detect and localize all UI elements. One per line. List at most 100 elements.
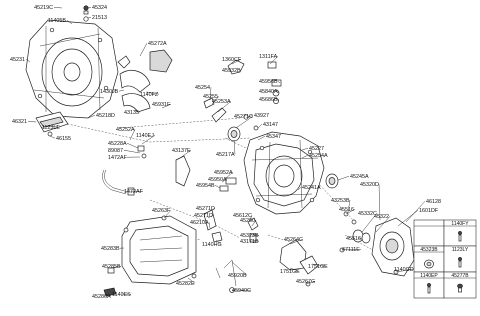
part-number-label: 45263F (152, 208, 171, 214)
leader-line (49, 135, 56, 139)
transaxle-case (243, 131, 325, 215)
leader-line (231, 59, 242, 65)
part-number-label: 45254 (195, 85, 210, 91)
part-number-label: 45217A (216, 152, 235, 158)
part-number-label: 45227 (309, 146, 324, 152)
part-number-label: 1140HG (202, 242, 222, 248)
part-number-label: 89087 (108, 148, 123, 154)
leader-line (211, 96, 220, 105)
leader-line (27, 120, 37, 123)
leader-line (289, 267, 300, 272)
leader-line (105, 293, 112, 297)
part-number-label: 43171B (240, 239, 259, 245)
valve-body-cover (121, 215, 197, 285)
leader-line (40, 125, 59, 128)
bolt-icon (83, 5, 89, 22)
part-number-label: 45228A (108, 141, 127, 147)
part-number-label: 45347 (266, 134, 281, 140)
leader-line (123, 149, 141, 154)
leader-line (209, 87, 212, 101)
leader-line (277, 81, 281, 84)
part-number-label: 45282E (176, 281, 195, 287)
leader-line (235, 116, 254, 129)
leader-line (179, 150, 192, 159)
part-number-label: 45324 (92, 5, 107, 11)
oil-pipe (102, 145, 147, 196)
part-number-label: 45612C (233, 213, 252, 219)
washer-icon (424, 259, 434, 269)
legend-part-number: 1140EP (420, 273, 438, 279)
part-number-label: 47111E (342, 247, 360, 253)
part-number-label: 1430JB (100, 89, 119, 95)
part-number-label: 45218D (96, 113, 115, 119)
part-number-label: 45920B (228, 273, 247, 279)
part-number-label: 45323B (240, 233, 259, 239)
leader-line (163, 210, 172, 219)
leader-line (133, 109, 141, 113)
leader-line (257, 136, 266, 141)
leader-line (301, 147, 309, 151)
leader-line (297, 187, 302, 191)
rear-cover (339, 211, 415, 277)
legend-part-number: 45323B (420, 247, 438, 253)
leader-line (251, 220, 257, 227)
leader-line (289, 238, 304, 245)
part-number-label: 45241A (302, 185, 321, 191)
part-number-label: 1751GE (280, 269, 300, 275)
leader-line (215, 239, 222, 245)
leader-line (378, 184, 381, 221)
part-number-label: 45252A (116, 127, 135, 133)
leader-line (87, 114, 96, 119)
part-number-label: 45516 (346, 236, 361, 242)
part-number-label: 45253A (212, 99, 231, 105)
leader-line (141, 135, 156, 145)
bolt-icon (458, 257, 462, 268)
leader-line (301, 154, 309, 159)
part-number-label: 45320D (360, 182, 379, 188)
legend-part-number: 1123LY (452, 247, 469, 253)
side-cover (117, 49, 173, 113)
part-number-label: 1311FA (259, 54, 278, 60)
part-number-label: 45283B (101, 246, 120, 252)
part-number-label: 45255 (203, 94, 218, 100)
bolt-icon (427, 283, 431, 294)
leader-line (233, 139, 236, 155)
leader-line (375, 216, 391, 233)
part-number-label: 43137E (172, 148, 191, 154)
plug-icon (457, 283, 463, 293)
leader-line (139, 43, 148, 57)
leader-line (249, 215, 253, 221)
part-number-label: 43147 (263, 122, 278, 128)
leader-line (187, 277, 196, 284)
leader-line (208, 222, 211, 229)
part-number-label: 46210A (190, 220, 209, 226)
leader-line (66, 20, 73, 25)
part-number-label: 45260 (240, 218, 255, 224)
leader-line (87, 16, 92, 19)
part-number-label: 45322 (374, 214, 389, 220)
leader-line (337, 175, 350, 181)
leader-line (225, 172, 234, 179)
part-number-label: 45950A (208, 177, 227, 183)
part-number-label: 45286A (92, 294, 111, 300)
manual-shaft (203, 209, 259, 293)
leader-line (251, 239, 260, 242)
part-number-label: 43135 (124, 110, 139, 116)
leader-line (247, 114, 254, 118)
leader-line (361, 213, 378, 233)
part-number-label: 46128 (426, 199, 441, 205)
leader-line (345, 209, 356, 215)
leader-lines (25, 6, 426, 297)
leader-line (347, 200, 351, 213)
part-number-label: 45931F (152, 102, 171, 108)
part-number-label: 11405B (48, 18, 67, 24)
part-number-label: 1140EJ (136, 133, 154, 139)
leader-line (214, 185, 221, 189)
part-number-label: 45940C (232, 288, 251, 294)
part-number-label: 45956B (259, 79, 278, 85)
cooler-bracket (279, 239, 319, 287)
shift-parts (203, 59, 282, 142)
leader-line (221, 179, 228, 183)
